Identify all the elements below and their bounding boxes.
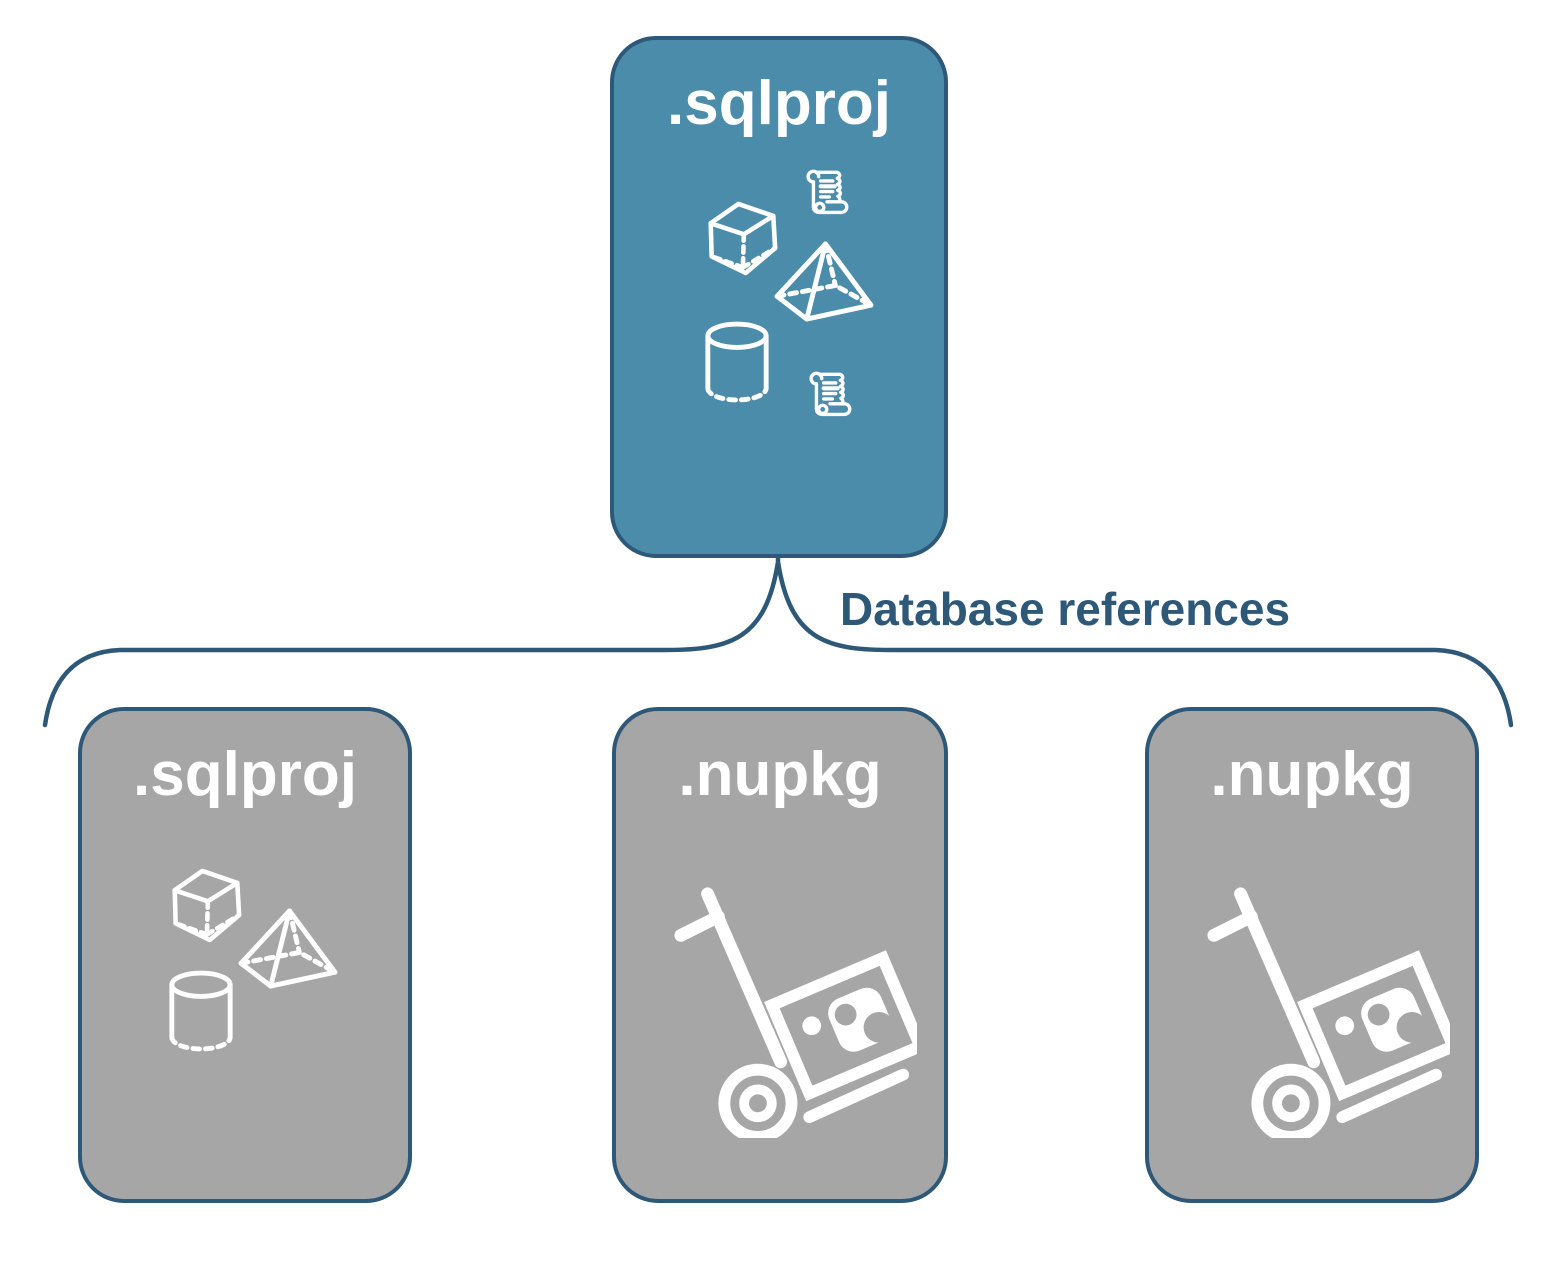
node-child-sqlproj: .sqlproj <box>78 707 412 1203</box>
node-title: .nupkg <box>1210 740 1414 809</box>
node-child-nupkg: .nupkg <box>1145 707 1479 1203</box>
icon-strokes <box>169 970 233 1052</box>
cube-icon <box>172 868 242 943</box>
cylinder-icon <box>705 321 769 403</box>
icon-strokes <box>809 371 852 417</box>
node-child-nupkg: .nupkg <box>612 707 948 1203</box>
brace-path <box>42 554 1514 728</box>
cube-icon <box>708 201 778 276</box>
scroll-icon <box>809 371 852 417</box>
node-title: .sqlproj <box>667 69 891 138</box>
node-root-sqlproj: .sqlproj <box>610 36 948 558</box>
icon-strokes <box>238 908 338 989</box>
icon-strokes <box>806 169 849 215</box>
nuget-dolly-icon <box>1207 887 1450 1138</box>
icon-strokes <box>172 868 242 943</box>
node-title: .sqlproj <box>133 740 357 809</box>
icon-strokes <box>674 887 917 1138</box>
icon-strokes <box>708 201 778 276</box>
icon-strokes <box>705 321 769 403</box>
cylinder-icon <box>169 970 233 1052</box>
nuget-dolly-icon <box>674 887 917 1138</box>
icon-strokes <box>1207 887 1450 1138</box>
pyramid-icon <box>238 908 338 989</box>
connector-label: Database references <box>840 583 1291 635</box>
pyramid-icon <box>774 241 874 322</box>
node-title: .nupkg <box>678 740 882 809</box>
scroll-icon <box>806 169 849 215</box>
icon-strokes <box>774 241 874 322</box>
